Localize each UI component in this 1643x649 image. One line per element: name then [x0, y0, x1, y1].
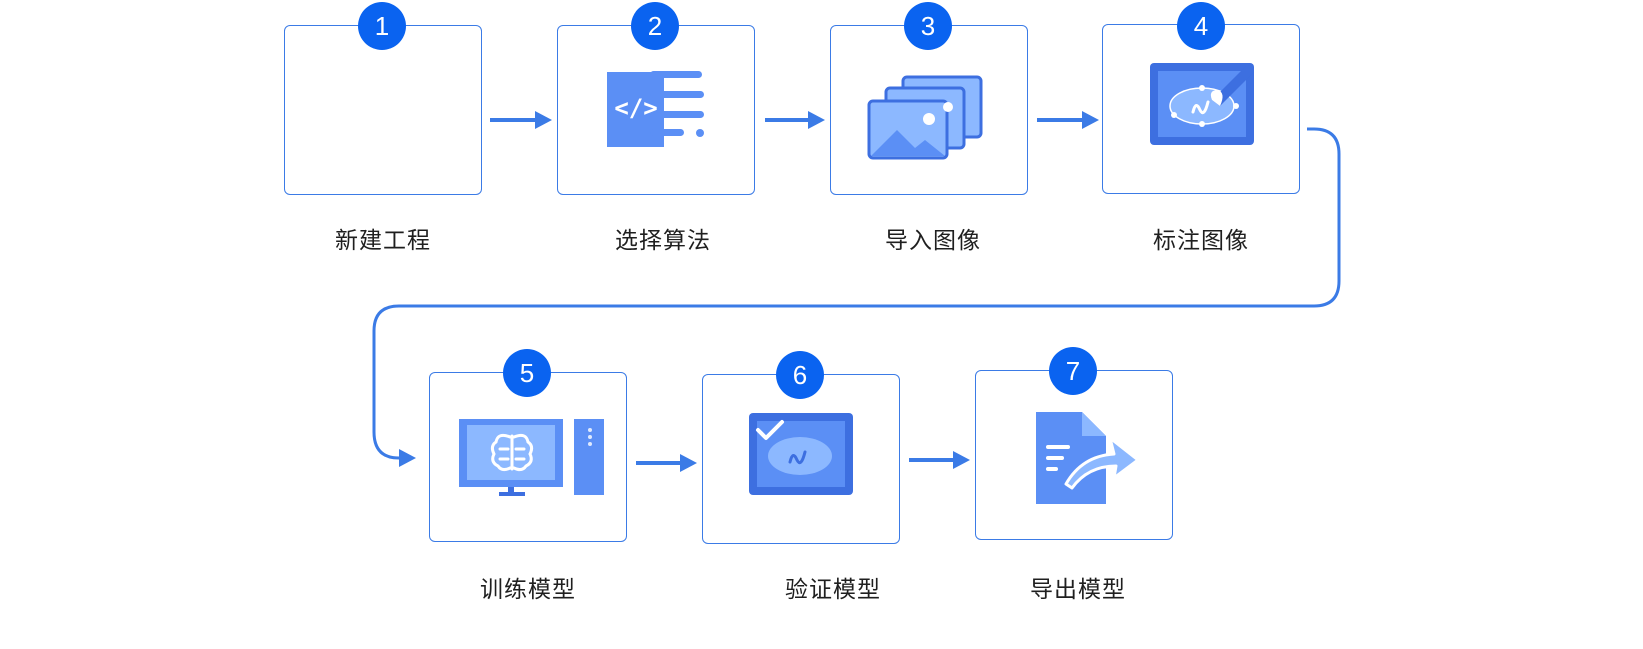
- step-1-label: 新建工程: [335, 228, 431, 254]
- image-stack-icon: [867, 75, 983, 160]
- export-icon: [1036, 412, 1140, 504]
- step-4-label: 标注图像: [1153, 228, 1249, 254]
- step-5-badge: 5: [503, 349, 551, 397]
- step-1-box: [284, 25, 482, 195]
- step-5-label: 训练模型: [480, 577, 576, 603]
- step-2-label: 选择算法: [615, 228, 711, 254]
- annotate-icon: [1150, 63, 1254, 145]
- step-2-badge: 2: [631, 2, 679, 50]
- arrow-4-5-connector: [372, 127, 1341, 467]
- step-1-badge: 1: [358, 2, 406, 50]
- step-3-badge: 3: [904, 2, 952, 50]
- step-7-label: 导出模型: [1030, 577, 1126, 603]
- verify-icon: [749, 413, 853, 495]
- code-icon: </>: [607, 71, 704, 147]
- arrow-5-6: [636, 454, 697, 472]
- step-3-label: 导入图像: [885, 228, 981, 254]
- step-7-badge: 7: [1049, 347, 1097, 395]
- code-icon-text: </>: [614, 94, 657, 122]
- arrow-1-2: [490, 111, 552, 129]
- step-6-badge: 6: [776, 351, 824, 399]
- arrow-3-4: [1037, 111, 1099, 129]
- computer-brain-icon: [459, 419, 604, 496]
- arrow-2-3: [765, 111, 825, 129]
- step-4-badge: 4: [1177, 2, 1225, 50]
- step-6-label: 验证模型: [785, 577, 881, 603]
- arrow-6-7: [909, 451, 970, 469]
